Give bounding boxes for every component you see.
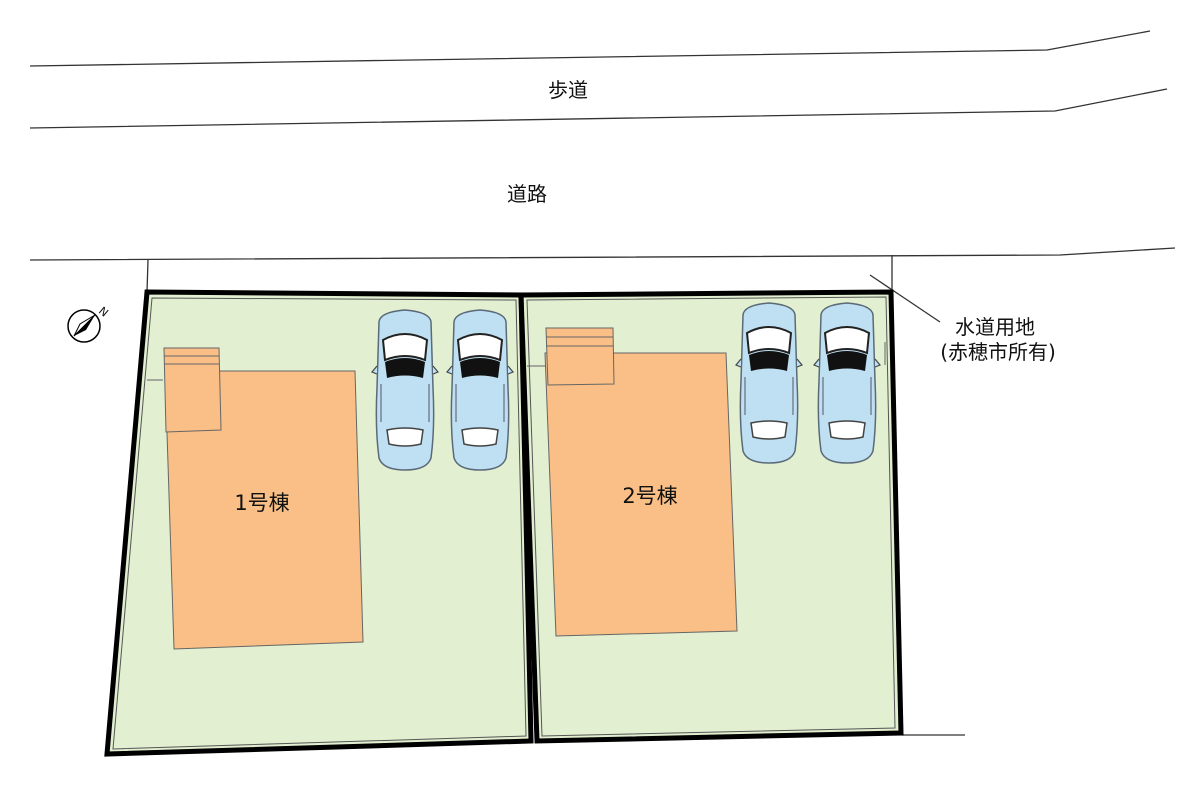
sidewalk-inner-edge [29, 88, 1168, 129]
building-2-steps [545, 327, 615, 386]
building-2 [544, 327, 738, 637]
car-icon [446, 309, 514, 471]
road-label: 道路 [507, 182, 547, 206]
lot-boundaries [104, 289, 904, 757]
water-land-leader-line [869, 274, 941, 323]
water-land-left-edge [146, 259, 149, 293]
building-1-steps [163, 347, 222, 433]
building-1-label: 1号棟 [234, 491, 289, 515]
water-land-label-line1: 水道用地 [955, 315, 1035, 339]
car-icon [735, 302, 803, 464]
sidewalk-label: 歩道 [548, 78, 588, 102]
lot-1-boundary [104, 289, 534, 757]
car-icon [371, 309, 439, 471]
lot-2-boundary [518, 289, 904, 744]
building-2-label: 2号棟 [622, 484, 677, 508]
car-icon [813, 302, 881, 464]
north-arrow-icon: N [67, 304, 111, 343]
road-edges [29, 30, 1176, 736]
road-far-edge [29, 247, 1176, 261]
water-land-label-line2: (赤穂市所有) [940, 340, 1056, 364]
building-1 [163, 347, 364, 650]
sidewalk-outer-edge [29, 30, 1151, 67]
